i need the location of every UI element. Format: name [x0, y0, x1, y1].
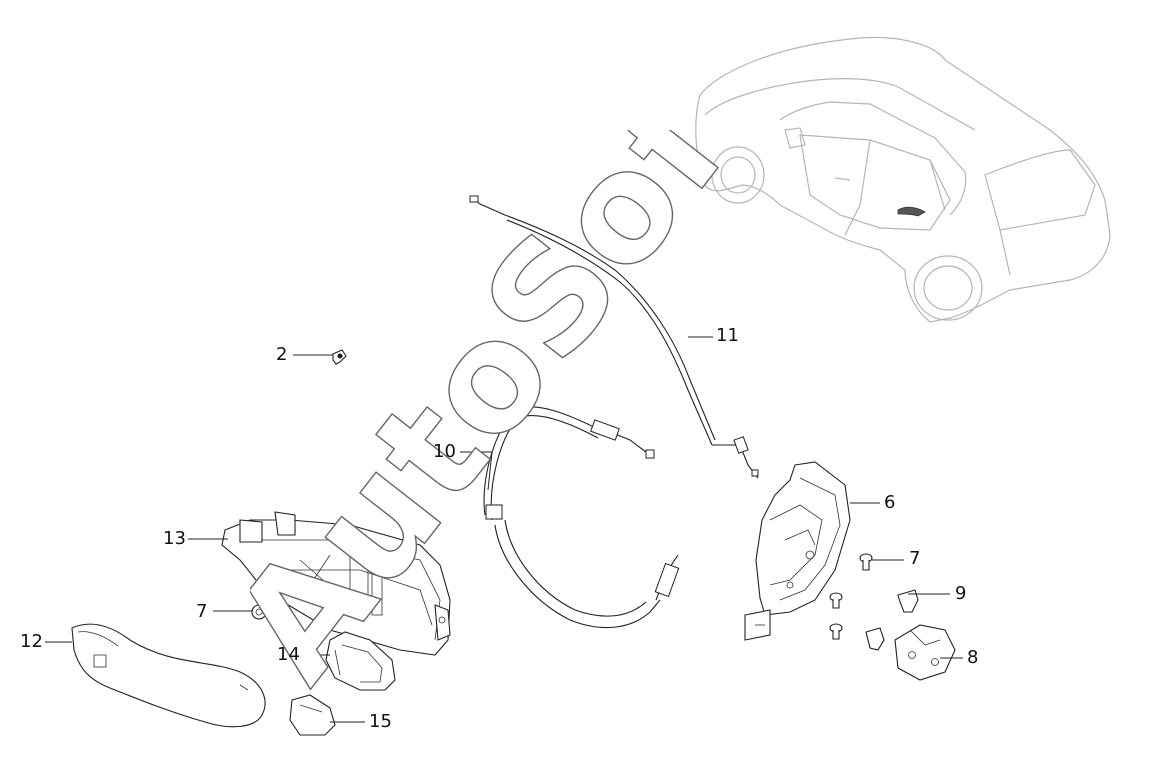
part-13-handle-bracket	[221, 511, 451, 656]
callout-14: 14	[277, 644, 300, 665]
callout-6: 6	[884, 492, 896, 513]
callout-15: 15	[369, 711, 392, 732]
part-8-striker	[894, 624, 956, 681]
callout-12: 12	[20, 631, 43, 652]
vehicle-reference-outline	[695, 36, 1111, 323]
part-2-clip	[332, 349, 347, 365]
latch-screws	[829, 592, 843, 640]
part-12-outside-handle	[71, 623, 266, 728]
leader-lines	[45, 336, 963, 723]
callout-9: 9	[955, 583, 967, 604]
part-6-door-latch	[744, 461, 851, 641]
callout-2: 2	[276, 344, 288, 365]
part-9-spacer	[865, 589, 919, 651]
callout-7-right: 7	[909, 548, 921, 569]
callout-11: 11	[716, 325, 739, 346]
part-14-handle-cover	[325, 631, 396, 691]
part-11-lock-cable	[469, 195, 759, 479]
callout-7-left: 7	[196, 601, 208, 622]
part-7-bolt-right	[859, 553, 873, 571]
part-15-cap	[289, 694, 336, 736]
callout-13: 13	[163, 528, 186, 549]
part-7-nut-left	[251, 604, 267, 620]
callout-8: 8	[967, 647, 979, 668]
part-10-inner-cable	[483, 406, 680, 629]
callout-10: 10	[433, 441, 456, 462]
